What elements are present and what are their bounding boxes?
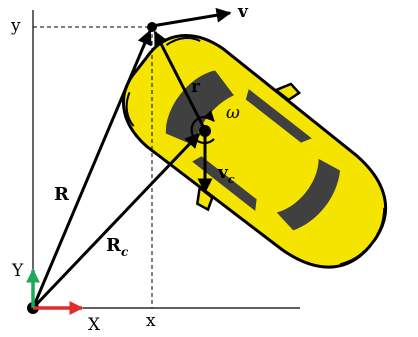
label-vc: vc — [217, 163, 235, 186]
omega-rotation-arc — [190, 110, 215, 145]
vector-r — [153, 30, 207, 131]
label-Rc: Rc — [106, 235, 129, 259]
vector-v — [151, 7, 232, 28]
side-window-bottom — [192, 156, 257, 211]
rear-light-top — [376, 207, 386, 236]
car — [122, 34, 388, 269]
vector-Rc — [31, 132, 201, 310]
vector-R — [31, 29, 152, 309]
label-r: r — [191, 77, 201, 97]
label-frame-Y: Y — [11, 261, 24, 281]
side-window-top — [245, 89, 312, 143]
left-mirror — [273, 82, 302, 102]
label-x: x — [146, 311, 156, 331]
front-windshield — [165, 70, 234, 146]
label-R: R — [54, 184, 70, 205]
label-v: v — [237, 2, 249, 22]
center-point — [199, 125, 211, 137]
rear-window — [276, 158, 341, 231]
label-omega: ω — [226, 103, 240, 123]
front-point — [147, 22, 157, 32]
front-light-bottom — [125, 91, 135, 127]
rear-light-bottom — [339, 249, 366, 266]
label-y: y — [10, 16, 21, 36]
front-light-top — [165, 36, 201, 46]
label-frame-X: X — [88, 315, 101, 335]
